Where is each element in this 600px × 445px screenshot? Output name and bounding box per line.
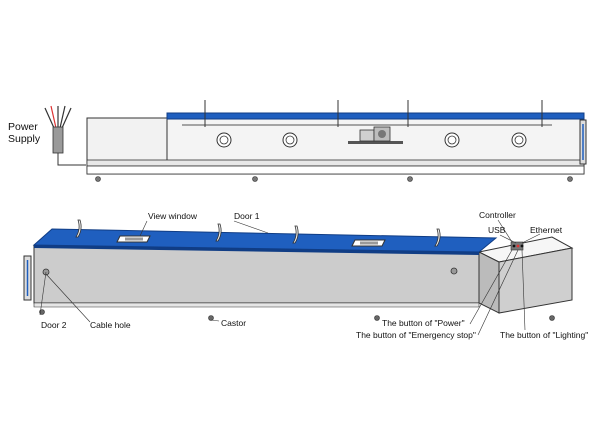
iso-handle-1 (75, 219, 82, 238)
iso-view: View window Door 1 Controller USB Ethern… (23, 210, 588, 340)
door2-label: Door 2 (41, 320, 67, 330)
castor-3 (374, 315, 380, 321)
port-2 (282, 132, 298, 148)
lighting-button-label: The button of "Lighting" (500, 330, 588, 340)
top-view: Power Supply (8, 100, 587, 182)
emergency-stop-button (516, 244, 520, 248)
power-supply-label-2: Supply (8, 133, 41, 145)
power-supply-cable (44, 105, 86, 166)
lighting-button (520, 244, 524, 248)
power-supply-label-1: Power (8, 121, 38, 133)
port-4 (511, 132, 527, 148)
port-3 (444, 132, 460, 148)
leader-lines (39, 219, 541, 336)
view-window-label: View window (148, 211, 198, 221)
iso-handle-3 (292, 225, 299, 244)
iso-handle-4 (434, 228, 441, 247)
power-button-label: The button of "Power" (382, 318, 465, 328)
power-button (512, 244, 516, 248)
door1-label: Door 1 (234, 211, 260, 221)
motor-unit (348, 126, 403, 144)
blue-lid (166, 112, 585, 120)
castor-2 (208, 315, 214, 321)
plug-icon (52, 126, 64, 154)
castor-4 (549, 315, 555, 321)
usb-label: USB (488, 225, 506, 235)
base-rail (86, 159, 585, 167)
castor-label: Castor (221, 318, 246, 328)
iso-handle-2 (215, 223, 222, 242)
emergency-stop-label: The button of "Emergency stop" (356, 330, 476, 340)
port-1 (216, 132, 232, 148)
ethernet-label: Ethernet (530, 225, 563, 235)
controller-label: Controller (479, 210, 516, 220)
cable-hole-label: Cable hole (90, 320, 131, 330)
